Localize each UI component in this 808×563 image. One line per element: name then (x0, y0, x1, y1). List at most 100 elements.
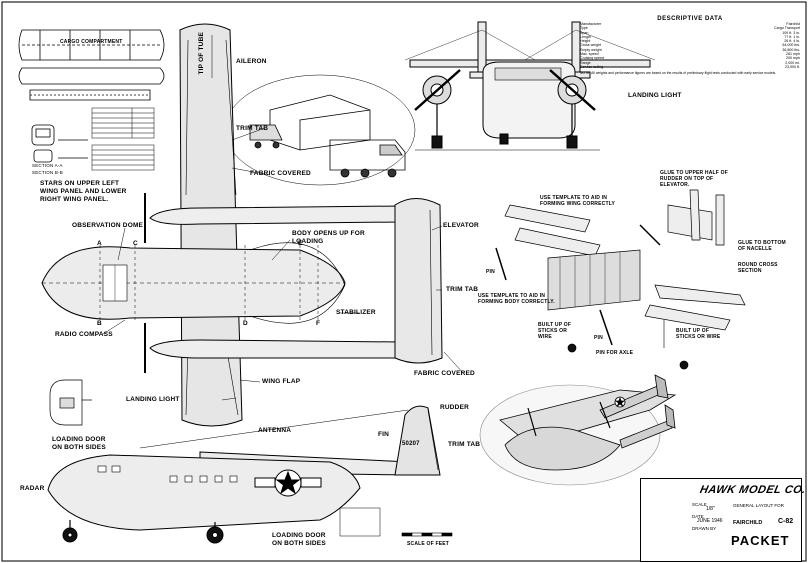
descriptive-data-key: Length (580, 34, 591, 39)
descriptive-data-value: 281 mph (786, 52, 800, 57)
descriptive-data-row: Length 77 ft. 1 in. (580, 35, 800, 39)
landing-light-mid-label: LANDING LIGHT (126, 396, 180, 403)
descriptive-data-row: Manufacturer Fairchild (580, 22, 800, 26)
loading-door-bottom-label: LOADING DOOR ON BOTH SIDES (272, 532, 326, 547)
section-mark-f: F (316, 320, 321, 327)
template-body-note: USE TEMPLATE TO AID IN FORMING BODY CORR… (478, 293, 555, 305)
perspective-sketch (479, 374, 677, 486)
leader-lines (102, 127, 466, 401)
body-opens-label: BODY OPENS UP FOR LOADING (292, 230, 365, 245)
descriptive-data-key: Cruising speed (580, 56, 604, 61)
boom-upper (149, 205, 401, 225)
descriptive-data-key: Range (580, 60, 591, 65)
descriptive-data-row: Cruising speed 200 mph (580, 56, 800, 60)
section-aa-label: SECTION A-A (32, 163, 63, 168)
pin-label-2: PIN (594, 335, 603, 341)
general-layout-label: GENERAL LAYOUT FOR (733, 503, 784, 508)
descriptive-data-value: Cargo Transport (774, 26, 800, 31)
descriptive-data-key: Type (580, 26, 588, 31)
scale-label: SCALE (692, 502, 707, 507)
aircraft-name: PACKET (731, 533, 790, 548)
scale-value: 1/8" (706, 506, 715, 512)
fabric-covered-top-label: FABRIC COVERED (250, 170, 311, 177)
fuselage-section-detail (18, 29, 165, 101)
built-up-note-2: BUILT UP OF STICKS OR WIRE (676, 328, 721, 340)
vertical-fin (394, 405, 441, 476)
scale-of-feet-label: SCALE OF FEET (407, 541, 450, 547)
descriptive-data-key: Span (580, 30, 589, 35)
assembly-details (495, 189, 746, 370)
descriptive-data-value: 23,900 ft. (785, 64, 800, 69)
front-fuselage (482, 61, 576, 139)
title-block (640, 478, 802, 562)
maker-label: FAIRCHILD (733, 520, 763, 526)
scale-of-feet-bar (401, 532, 453, 537)
observation-dome-label: OBSERVATION DOME (72, 222, 144, 229)
pin-label-1: PIN (486, 269, 495, 275)
trim-tab-top-label: TRIM TAB (236, 125, 269, 132)
aileron-label: AILERON (236, 58, 267, 65)
descriptive-data-value: 109 ft. 3 in. (782, 30, 800, 35)
loading-truck-detail (224, 74, 416, 186)
section-mark-d: D (243, 320, 248, 327)
descriptive-data-value: 26 ft. 4 in. (784, 39, 800, 44)
trim-tab-mid-label: TRIM TAB (446, 286, 479, 293)
station-tables (91, 107, 155, 171)
descriptive-data-key: Height (580, 39, 591, 44)
descriptive-data-value: 200 mph (786, 56, 800, 61)
descriptive-data-value: Fairchild (786, 22, 800, 26)
section-mark-b: B (97, 320, 102, 327)
section-bb-label: SECTION B-B (32, 170, 63, 175)
elevator-label: ELEVATOR (443, 222, 479, 229)
compartment-label: CARGO COMPARTMENT (60, 39, 123, 45)
date-label: DATE (692, 514, 704, 519)
descriptive-data-value: 2,000 mi. (785, 60, 800, 65)
descriptive-data-row: Type Cargo Transport (580, 26, 800, 30)
round-cross-note: ROUND CROSS SECTION (738, 262, 778, 274)
section-mark-a: A (97, 240, 102, 247)
boom-lower (149, 339, 401, 359)
drawn-label: DRAWN BY (692, 526, 717, 531)
template-wing-note: USE TEMPLATE TO AID IN FORMING WING CORR… (540, 195, 616, 207)
descriptive-data-key: Gross weight (580, 43, 601, 48)
descriptive-data-key: Empty weight (580, 47, 602, 52)
descriptive-data-key: Service ceiling (580, 64, 604, 69)
stars-note: STARS ON UPPER LEFT WING PANEL AND LOWER… (40, 180, 127, 203)
glue-nacelle-note: GLUE TO BOTTOM OF NACELLE (738, 240, 786, 252)
wing-flap-label: WING FLAP (262, 378, 301, 385)
section-mark-e: E (298, 240, 303, 247)
radar-label: RADAR (20, 485, 45, 492)
loading-door-detail (49, 379, 92, 426)
descriptive-data-row: Range 2,000 mi. (580, 61, 800, 65)
loading-door-left-label: LOADING DOOR ON BOTH SIDES (52, 436, 106, 451)
main-wing (179, 23, 243, 427)
radio-compass-label: RADIO COMPASS (55, 331, 113, 338)
plan-view (41, 23, 443, 427)
descriptive-data-row: Gross weight 64,000 lbs. (580, 43, 800, 47)
descriptive-data-value: 77 ft. 1 in. (784, 34, 800, 39)
antenna-label: ANTENNA (258, 427, 292, 434)
descriptive-data-row: Empty weight 36,800 lbs. (580, 48, 800, 52)
descriptive-data-value: 64,000 lbs. (782, 43, 800, 48)
side-fuselage (47, 454, 361, 531)
descriptive-data-value: 36,800 lbs. (782, 47, 800, 52)
antenna-wire (139, 409, 409, 449)
tip-of-tube-label: TIP OF TUBE (198, 32, 205, 75)
rudder-label: RUDDER (440, 404, 470, 411)
descriptive-data-key: Max. speed (580, 52, 599, 57)
fabric-covered-mid-label: FABRIC COVERED (414, 370, 475, 377)
built-up-note-1: BUILT UP OF STICKS OR WIRE (538, 322, 572, 340)
horizontal-stabilizer (394, 198, 443, 364)
glue-rudder-note: GLUE TO UPPER HALF OF RUDDER ON TOP OF E… (660, 170, 728, 188)
descriptive-data-row: Service ceiling 23,900 ft. (580, 65, 800, 69)
date-value: JUNE 1946 (697, 518, 723, 524)
descriptive-data-key: Manufacturer (580, 22, 602, 26)
trim-tab-bottom-label: TRIM TAB (448, 441, 481, 448)
cross-sections (31, 124, 88, 163)
descriptive-data-notes: NOTE: All weights and performance figure… (580, 71, 777, 76)
descriptive-data-row: Height 26 ft. 4 in. (580, 39, 800, 43)
descriptive-data-row: Max. speed 281 mph (580, 52, 800, 56)
